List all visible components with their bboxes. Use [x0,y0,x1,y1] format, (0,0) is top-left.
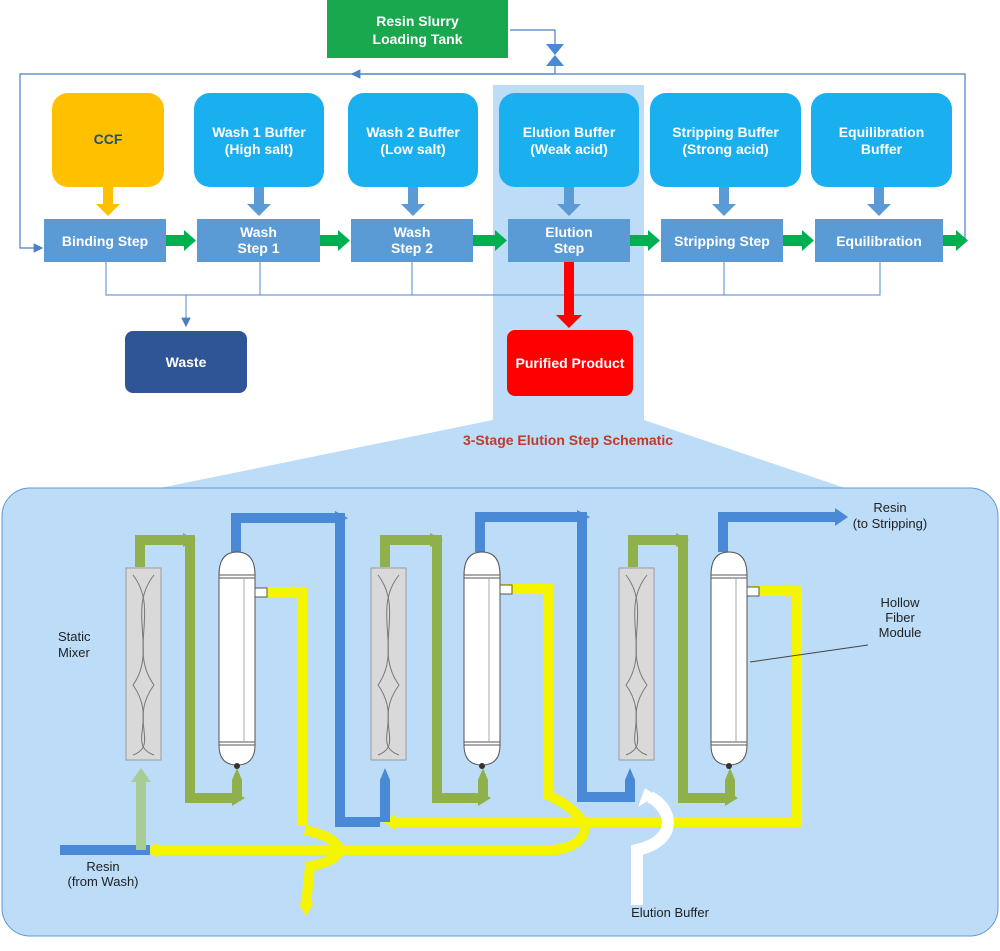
svg-text:Resin: Resin [873,500,906,515]
yellow-arrowheads [145,582,798,916]
ccf-box: CCF [52,93,164,187]
svg-text:Stripping Buffer: Stripping Buffer [672,124,779,140]
stripping-buffer-box: Stripping Buffer (Strong acid) [650,93,801,187]
svg-text:Fiber: Fiber [885,610,915,625]
elution-step-box: Elution Step [508,219,630,262]
svg-text:Step 1: Step 1 [237,240,279,256]
svg-text:(Low salt): (Low salt) [380,141,445,157]
schematic-title: 3-Stage Elution Step Schematic [463,432,673,448]
svg-text:Purified Product: Purified Product [516,355,625,371]
svg-text:Wash: Wash [240,224,277,240]
wash1-buffer-box: Wash 1 Buffer (High salt) [194,93,324,187]
static-mixer-label: Static Mixer [58,629,91,660]
waste-box: Waste [125,331,247,393]
svg-text:(High salt): (High salt) [225,141,293,157]
svg-text:Wash 1 Buffer: Wash 1 Buffer [212,124,306,140]
svg-text:Equilibration: Equilibration [836,233,922,249]
yellow-pipes [155,584,802,906]
elution-buffer-label: Elution Buffer [631,905,709,920]
recycle-loop [19,29,966,253]
hollow-fiber-leader-line [749,644,869,663]
wash-step-2-box: Wash Step 2 [351,219,473,262]
svg-text:Elution: Elution [545,224,592,240]
hollow-fiber-module-1 [218,551,268,769]
resin-inlet-label: Resin (from Wash) [67,859,138,889]
svg-text:Equilibration: Equilibration [839,124,925,140]
resin-outlet-label: Resin (to Stripping) [853,500,927,531]
svg-text:Waste: Waste [166,354,207,370]
svg-text:Wash 2 Buffer: Wash 2 Buffer [366,124,460,140]
svg-text:Wash: Wash [394,224,431,240]
wash-step-1-box: Wash Step 1 [197,219,320,262]
static-mixer-1 [125,567,162,761]
svg-text:CCF: CCF [94,131,123,147]
svg-text:Stripping Step: Stripping Step [674,233,770,249]
svg-text:Resin: Resin [86,859,119,874]
svg-text:(to Stripping): (to Stripping) [853,516,927,531]
blue-arrowheads [335,508,848,780]
binding-step-box: Binding Step [44,219,166,262]
svg-text:Resin Slurry: Resin Slurry [376,13,459,29]
svg-text:Module: Module [879,625,922,640]
svg-text:(from Wash): (from Wash) [67,874,138,889]
valve-icon [546,44,564,66]
svg-text:Step 2: Step 2 [391,240,433,256]
buffer-feed-arrows [96,187,891,216]
static-mixer-2 [370,567,407,761]
hollow-fiber-label: Hollow Fiber Module [879,595,922,640]
svg-text:Step: Step [554,240,584,256]
resin-slurry-tank: Resin Slurry Loading Tank [327,0,508,58]
svg-text:Buffer: Buffer [861,141,903,157]
resin-inlet-riser [131,768,151,850]
green-arrowheads [183,533,738,806]
equilibration-step-box: Equilibration [815,219,943,262]
svg-text:(Weak acid): (Weak acid) [530,141,608,157]
svg-text:(Strong acid): (Strong acid) [682,141,768,157]
svg-text:Elution Buffer: Elution Buffer [523,124,616,140]
svg-text:Hollow: Hollow [880,595,920,610]
hollow-fiber-module-2 [463,551,513,769]
stripping-step-box: Stripping Step [661,219,783,262]
static-mixer-3 [618,567,655,761]
svg-text:Static: Static [58,629,91,644]
elution-buffer-box: Elution Buffer (Weak acid) [499,93,639,187]
purified-product-box: Purified Product [507,330,633,396]
step-flow-arrows [166,230,968,251]
svg-text:Mixer: Mixer [58,645,90,660]
product-arrow [556,262,582,328]
projection-trapezoid [155,420,848,489]
equilibration-buffer-box: Equilibration Buffer [811,93,952,187]
svg-text:Binding Step: Binding Step [62,233,148,249]
waste-collector-lines [105,262,881,328]
svg-text:Loading Tank: Loading Tank [373,31,463,47]
hollow-fiber-module-3 [710,551,760,769]
elution-buffer-inlet [631,788,674,905]
wash2-buffer-box: Wash 2 Buffer (Low salt) [348,93,478,187]
